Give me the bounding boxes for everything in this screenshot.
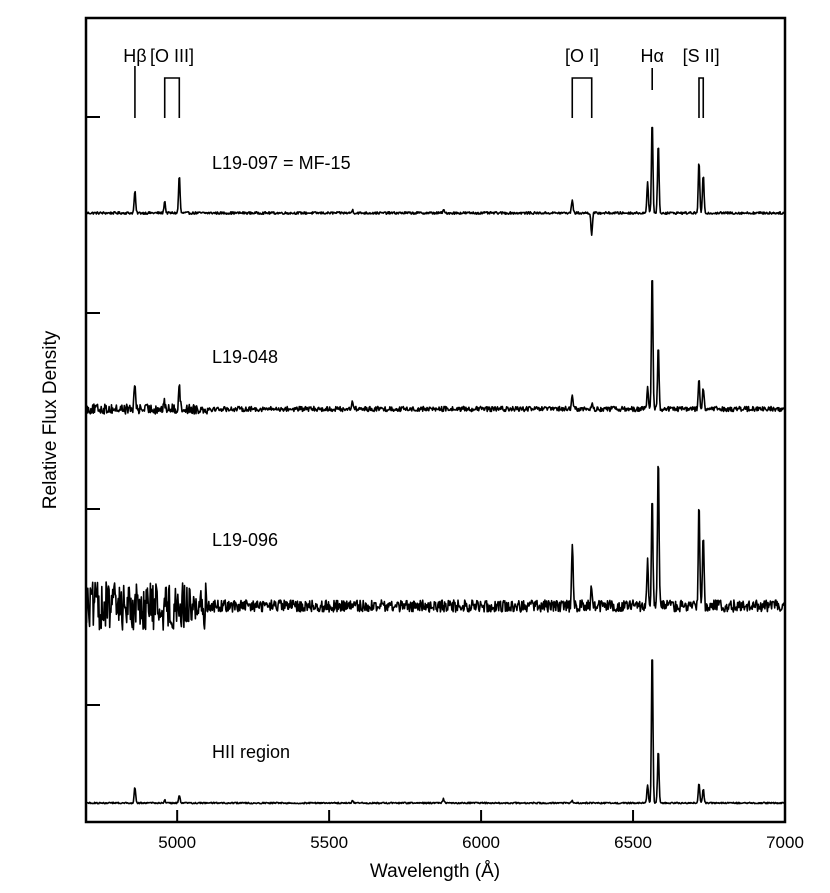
plot-frame bbox=[84, 16, 787, 824]
y-axis-ticks bbox=[86, 116, 100, 706]
spectrum-series-label: L19-097 = MF-15 bbox=[212, 153, 351, 173]
x-tick-label: 6500 bbox=[614, 833, 652, 852]
spectrum-series-line bbox=[85, 465, 786, 631]
spectrum-series-line bbox=[85, 126, 786, 236]
line-id-marker bbox=[698, 77, 705, 118]
line-id-label: [O I] bbox=[565, 46, 599, 66]
spectrum-series-line bbox=[85, 279, 786, 415]
line-id-label: [S II] bbox=[683, 46, 720, 66]
x-tick-label: 5500 bbox=[310, 833, 348, 852]
line-id-label: Hα bbox=[640, 46, 663, 66]
line-id-label: Hβ bbox=[123, 46, 146, 66]
x-axis-ticks: 5000 5500 6000 6500 7000 bbox=[158, 810, 804, 852]
spectrum-series-label: L19-096 bbox=[212, 530, 278, 550]
x-tick-label: 7000 bbox=[766, 833, 804, 852]
spectrum-series-label: L19-048 bbox=[212, 347, 278, 367]
line-id-label: [O III] bbox=[150, 46, 194, 66]
line-identifications: Hβ[O III] [O I] Hα [S II] bbox=[123, 46, 720, 118]
y-axis-label: Relative Flux Density bbox=[40, 330, 61, 509]
x-axis-label: Wavelength (Å) bbox=[370, 861, 500, 882]
x-tick-label: 6000 bbox=[462, 833, 500, 852]
spectrum-series-label: HII region bbox=[212, 742, 290, 762]
line-id-marker bbox=[163, 77, 181, 118]
line-id-marker bbox=[571, 77, 593, 118]
spectrum-series-line bbox=[85, 659, 786, 805]
x-tick-label: 5000 bbox=[158, 833, 196, 852]
